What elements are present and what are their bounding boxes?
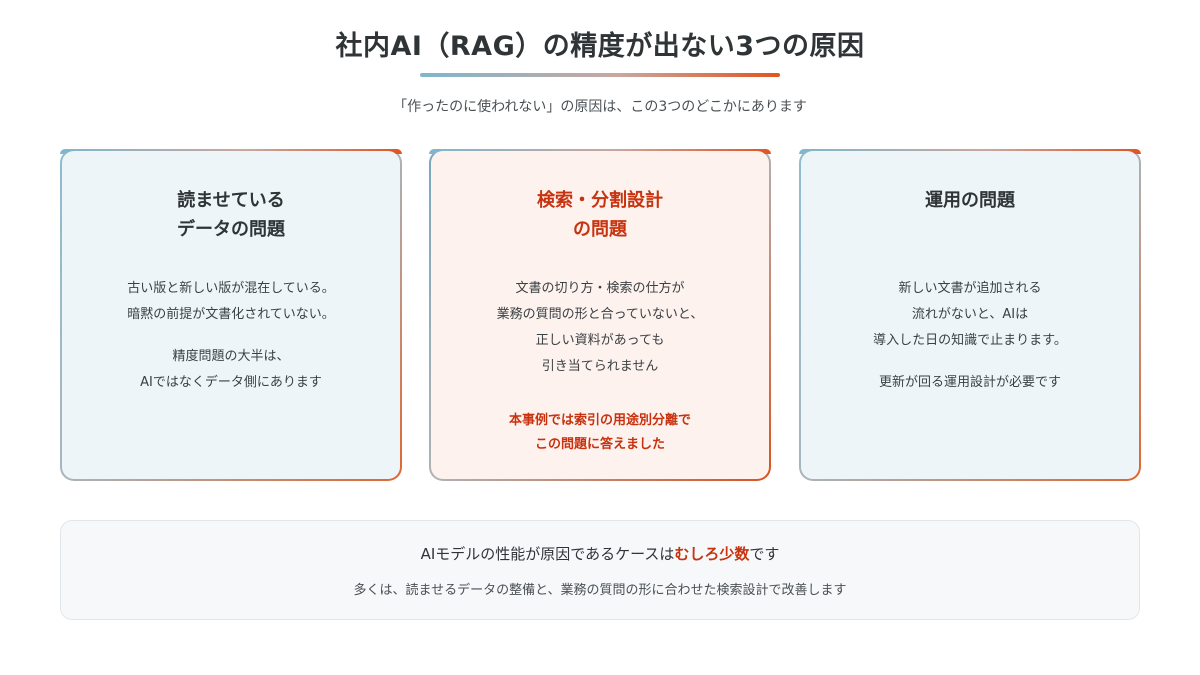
summary-emphasis: むしろ少数 bbox=[674, 545, 750, 563]
card-body: 新しい文書が追加される 流れがないと、AIは 導入した日の知識で止まります。 bbox=[801, 276, 1139, 354]
page-title: 社内AI（RAG）の精度が出ない3つの原因 bbox=[335, 31, 865, 62]
cause-card-operations: 運用の問題 新しい文書が追加される 流れがないと、AIは 導入した日の知識で止ま… bbox=[799, 149, 1141, 481]
card-conclusion: 更新が回る運用設計が必要です bbox=[801, 370, 1139, 396]
card-body-line: 文書の切り方・検索の仕方が bbox=[515, 281, 685, 296]
card-title: 検索・分割設計 の問題 bbox=[431, 186, 769, 244]
card-title-line: 運用の問題 bbox=[925, 190, 1015, 211]
card-title-line: の問題 bbox=[573, 219, 627, 240]
card-body-line: 流れがないと、AIは bbox=[911, 307, 1029, 322]
title-underline bbox=[420, 73, 780, 77]
summary-box: AIモデルの性能が原因であるケースはむしろ少数です 多くは、読ませるデータの整備… bbox=[60, 520, 1140, 620]
card-body-line: 新しい文書が追加される bbox=[898, 281, 1042, 296]
cause-card-retrieval: 検索・分割設計 の問題 文書の切り方・検索の仕方が 業務の質問の形と合っていない… bbox=[429, 149, 771, 481]
cause-card-data: 読ませている データの問題 古い版と新しい版が混在している。 暗黙の前提が文書化… bbox=[60, 149, 402, 481]
page-subtitle: 「作ったのに使われない」の原因は、この3つのどこかにあります bbox=[393, 99, 807, 115]
summary-main-suffix: です bbox=[749, 545, 780, 563]
card-title-line: 読ませている bbox=[177, 190, 285, 211]
card-body-line: 古い版と新しい版が混在している。 bbox=[127, 281, 335, 296]
card-body-line: 暗黙の前提が文書化されていない。 bbox=[127, 307, 335, 322]
card-body: 古い版と新しい版が混在している。 暗黙の前提が文書化されていない。 bbox=[62, 276, 400, 328]
card-title-line: データの問題 bbox=[177, 219, 285, 240]
card-conclusion: 精度問題の大半は、 AIではなくデータ側にあります bbox=[62, 344, 400, 396]
card-case-note: 本事例では索引の用途別分離で この問題に答えました bbox=[431, 409, 769, 457]
card-body-line: 導入した日の知識で止まります。 bbox=[873, 333, 1067, 348]
summary-main-prefix: AIモデルの性能が原因であるケースは bbox=[420, 545, 675, 563]
card-body-line: 正しい資料があっても bbox=[535, 333, 665, 348]
card-note-line: この問題に答えました bbox=[534, 437, 665, 452]
card-body-line: 業務の質問の形と合っていないと、 bbox=[496, 307, 704, 322]
card-body-line: 引き当てられません bbox=[541, 359, 659, 374]
card-title: 読ませている データの問題 bbox=[62, 186, 400, 244]
card-body-line: 精度問題の大半は、 bbox=[172, 349, 290, 364]
card-title-line: 検索・分割設計 bbox=[537, 190, 663, 211]
card-body-line: 更新が回る運用設計が必要です bbox=[878, 375, 1061, 390]
summary-main: AIモデルの性能が原因であるケースはむしろ少数です bbox=[61, 543, 1139, 564]
card-body: 文書の切り方・検索の仕方が 業務の質問の形と合っていないと、 正しい資料があって… bbox=[431, 276, 769, 380]
card-title: 運用の問題 bbox=[801, 186, 1139, 215]
summary-sub: 多くは、読ませるデータの整備と、業務の質問の形に合わせた検索設計で改善します bbox=[353, 583, 847, 598]
card-body-line: AIではなくデータ側にあります bbox=[140, 375, 322, 390]
card-note-line: 本事例では索引の用途別分離で bbox=[508, 413, 691, 428]
